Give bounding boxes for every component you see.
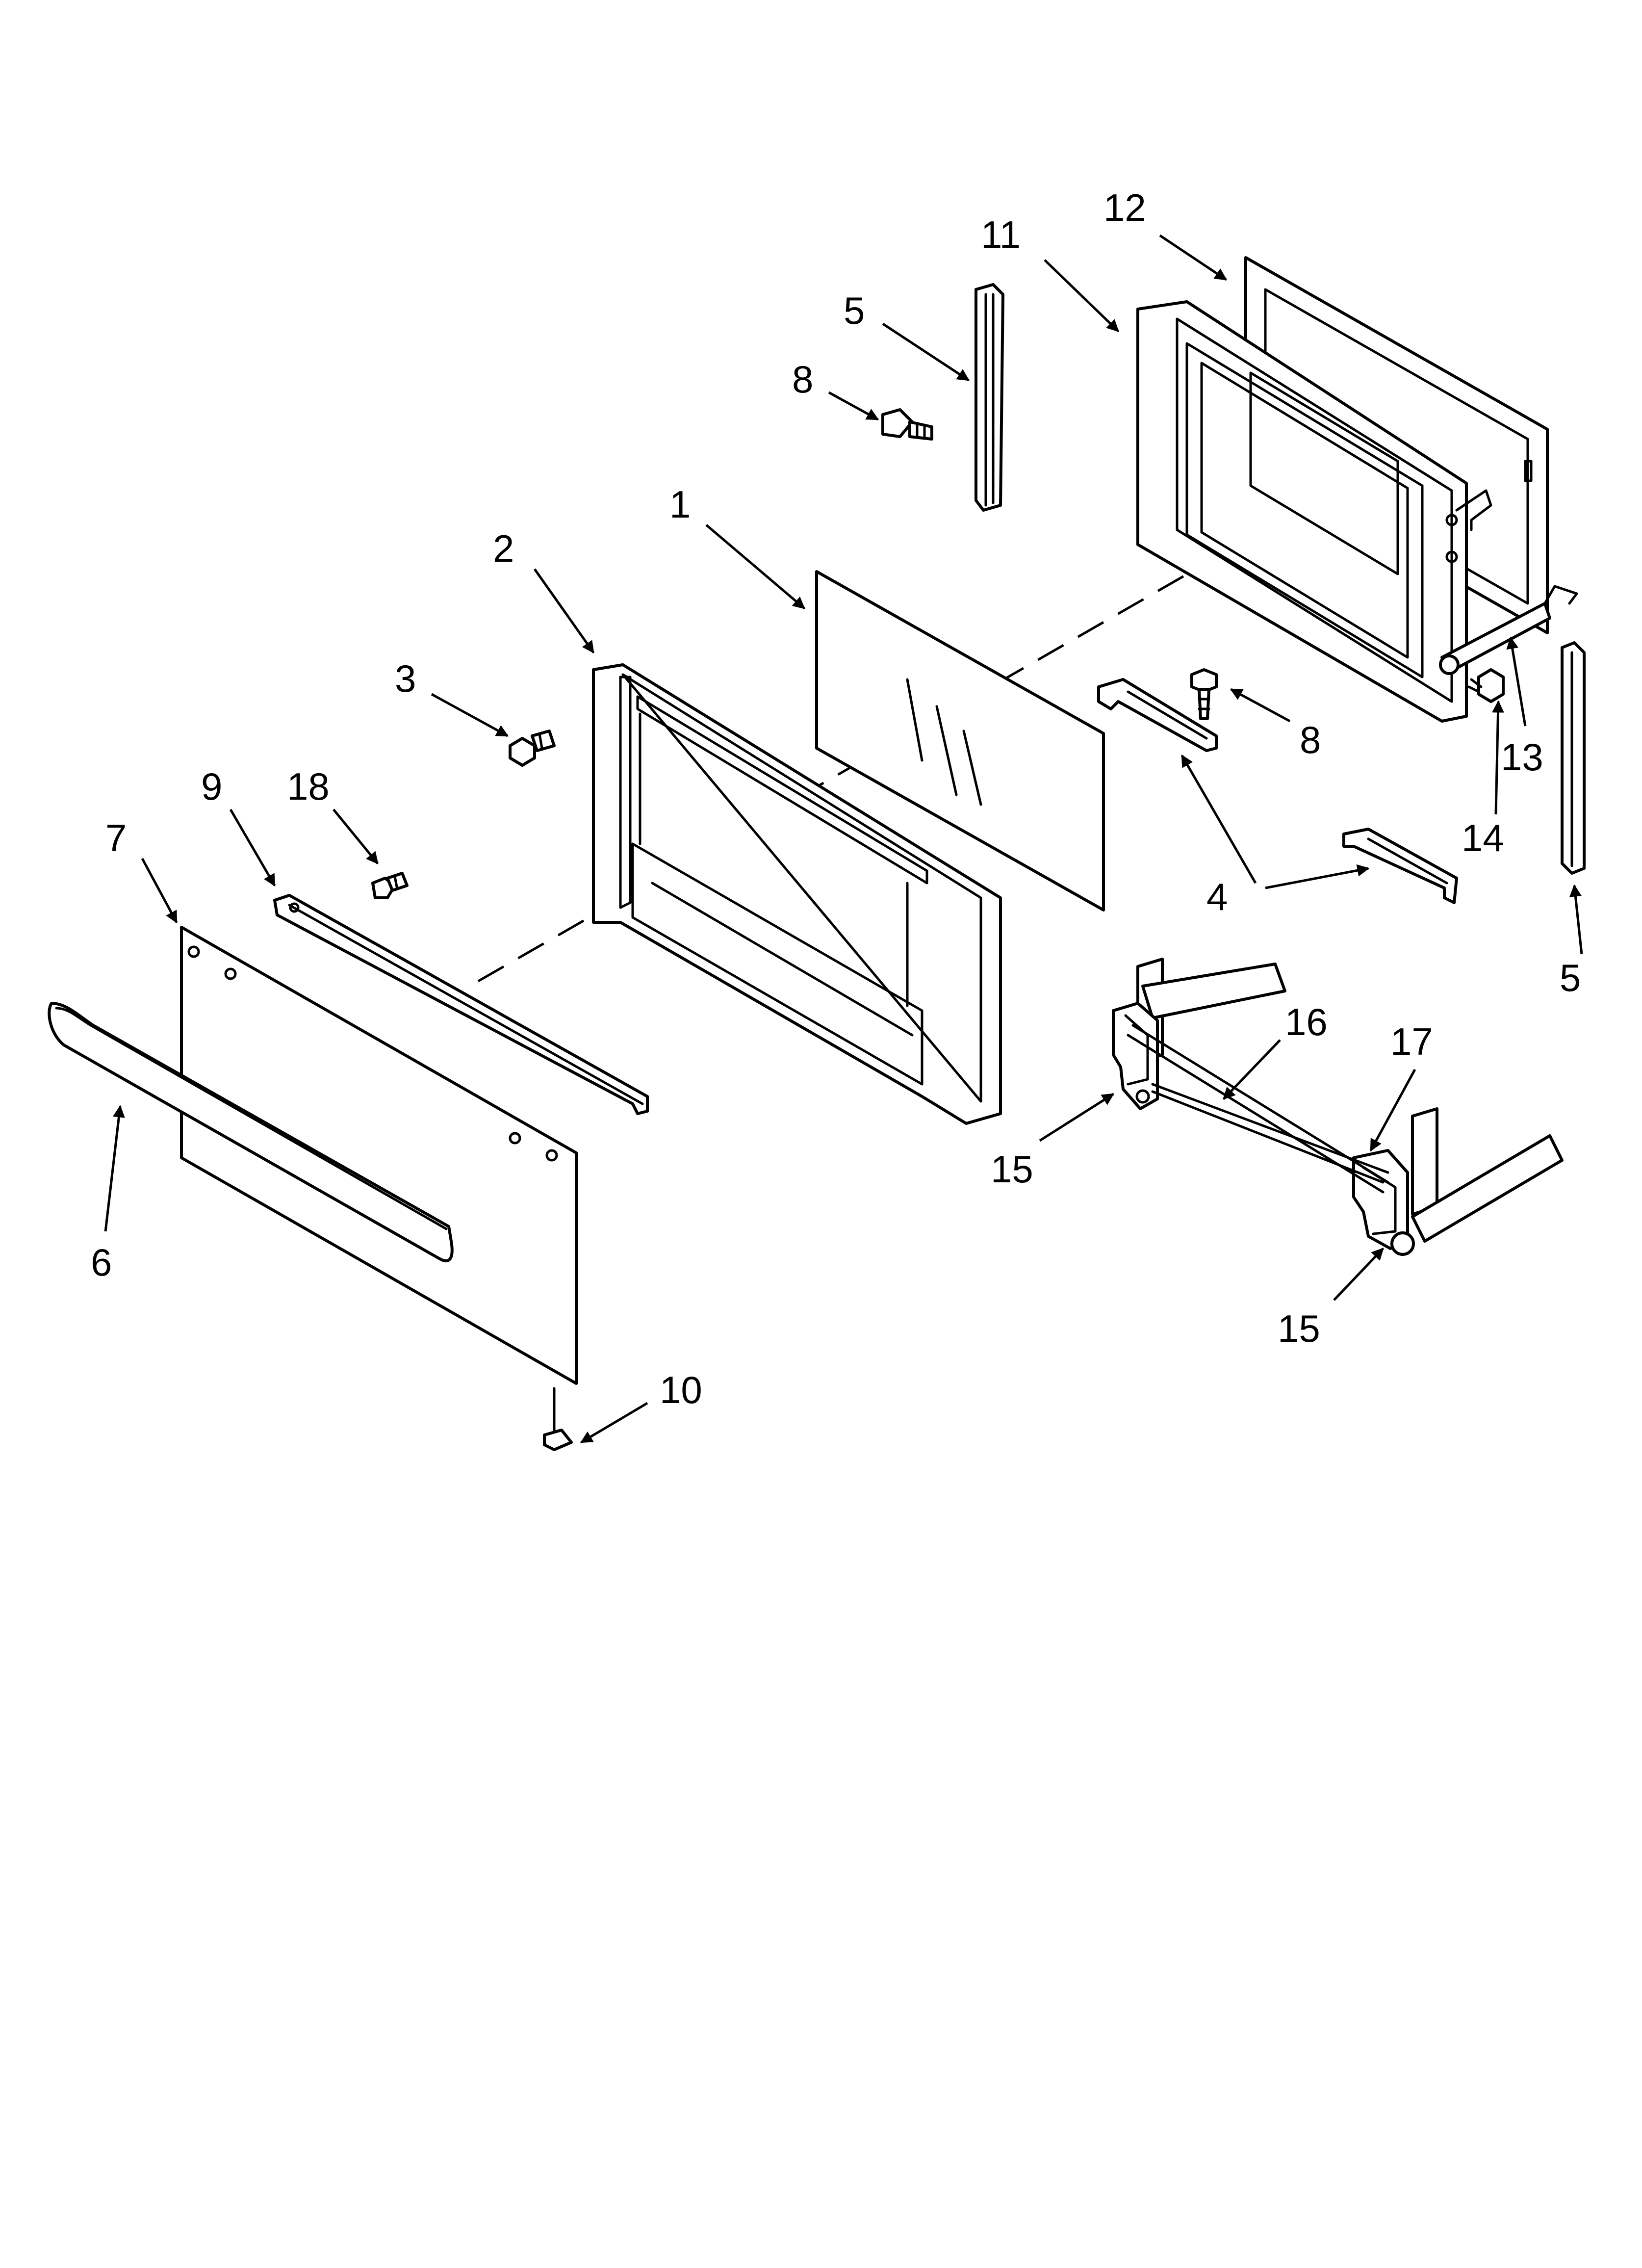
left-hinge-assembly-part <box>1112 958 1286 1110</box>
leader-9 <box>229 808 276 887</box>
leader-8a <box>828 391 879 421</box>
hinge-bracket-lower-part <box>1342 828 1458 904</box>
callout-10: 10 <box>660 1368 702 1411</box>
frame-screw-part <box>509 730 556 767</box>
leader-4a <box>1180 754 1257 884</box>
leader-16 <box>1223 1039 1281 1100</box>
leader-17 <box>1369 1069 1416 1152</box>
handle-part <box>48 1002 454 1263</box>
callout-8b: 8 <box>1300 718 1321 761</box>
leader-3 <box>431 693 509 737</box>
outer-door-frame-part <box>592 663 1002 1125</box>
foot-pad-part <box>543 1387 573 1451</box>
leader-1 <box>705 524 805 609</box>
leader-2 <box>533 568 595 654</box>
leader-13 <box>1506 636 1527 727</box>
callout-11: 11 <box>981 213 1021 256</box>
callout-14: 14 <box>1462 816 1504 860</box>
leader-7 <box>141 858 178 924</box>
side-trim-lower-part <box>1561 641 1586 875</box>
hinge-bracket-upper-part <box>1097 678 1218 752</box>
leader-15b <box>1333 1248 1384 1301</box>
top-trim-part <box>273 894 649 1115</box>
callout-4: 4 <box>1206 875 1228 918</box>
hinge-arm-part <box>1439 585 1578 675</box>
leader-5b <box>1569 884 1583 955</box>
callout-16: 16 <box>1285 1000 1328 1043</box>
callout-5b: 5 <box>1560 956 1581 999</box>
leader-10 <box>580 1402 648 1444</box>
callout-5a: 5 <box>844 289 865 332</box>
callout-labels: 12 11 5 8 1 2 3 9 18 7 6 10 8 4 13 14 5 … <box>91 186 1581 1411</box>
callout-9: 9 <box>201 765 222 808</box>
screw-lower-part <box>1190 668 1218 720</box>
leader-11 <box>1044 259 1119 332</box>
leader-14 <box>1492 700 1505 815</box>
leader-5a <box>882 322 970 382</box>
callout-12: 12 <box>1103 186 1146 229</box>
trim-screw-part <box>371 872 409 899</box>
glass-panel-part <box>815 570 1105 912</box>
callout-17: 17 <box>1390 1020 1433 1063</box>
callout-13: 13 <box>1501 735 1543 779</box>
callout-7: 7 <box>105 816 127 860</box>
leader-6 <box>104 1105 125 1232</box>
screw-upper-part <box>881 408 933 441</box>
hinge-screw-part <box>1467 668 1505 703</box>
leader-15a <box>1039 1093 1115 1142</box>
callout-15b: 15 <box>1278 1307 1320 1350</box>
callout-15a: 15 <box>991 1147 1033 1191</box>
side-trim-upper-part <box>975 283 1004 512</box>
leader-8b <box>1230 688 1291 723</box>
callout-18: 18 <box>287 765 330 808</box>
callout-1: 1 <box>669 483 691 526</box>
leader-lines <box>104 234 1583 1444</box>
callout-3: 3 <box>395 657 416 700</box>
leader-12 <box>1159 234 1228 281</box>
callout-2: 2 <box>493 527 514 570</box>
leader-4b <box>1265 864 1370 889</box>
leader-18 <box>333 808 379 864</box>
hinge-cables-part <box>1127 1024 1389 1194</box>
callout-6: 6 <box>91 1241 112 1284</box>
inner-door-frame-part <box>1136 300 1492 723</box>
outer-door-panel-part <box>180 926 578 1385</box>
callout-8a: 8 <box>792 358 813 401</box>
